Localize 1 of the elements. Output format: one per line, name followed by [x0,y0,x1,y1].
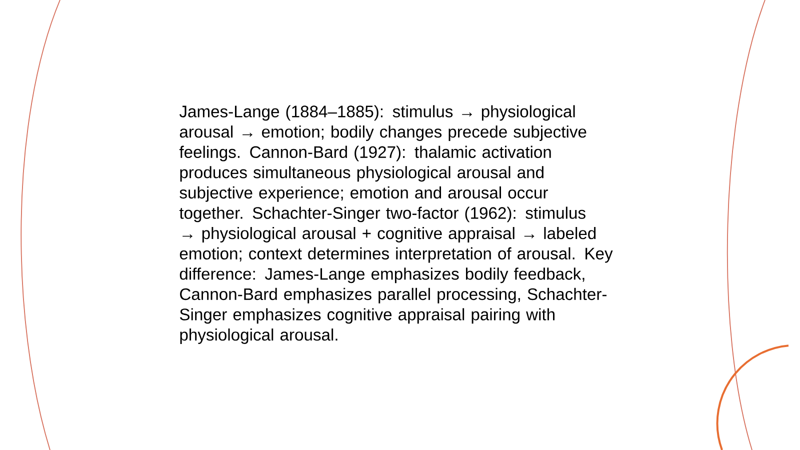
paragraph: James-Lange (1884–1885): stimulus → physiological arousal → emotion; bodily changes precede subjective feelings. Cannon-Bard (1927): thalamic activation produces simultaneous physiological arousal and subjective experience; emotion and arousal occur together. Schachter-Singer two-factor (1962): stimulus → physiological arousal + cognitive appraisal → labeled emotion; context determines interpretation of arousal. Key difference: James-Lange emphasizes bodily feedback, Cannon-Bard emphasizes parallel processing, Schachter-Singer emphasizes cognitive appraisal pairing with physiological arousal. [179,105,613,344]
